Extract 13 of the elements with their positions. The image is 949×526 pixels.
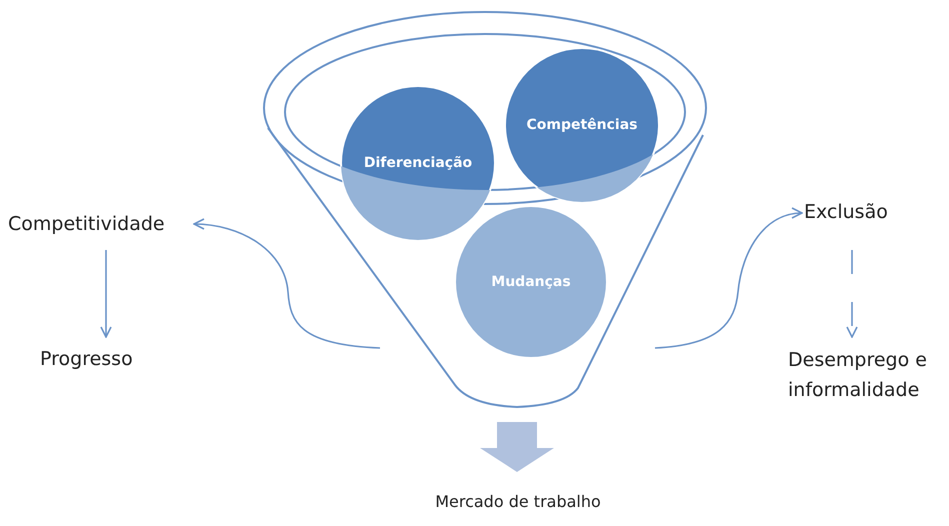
- node-label: Competitividade: [8, 212, 166, 237]
- arrow: [846, 250, 858, 338]
- arrow: [654, 208, 803, 349]
- circle-label: Mudanças: [491, 272, 571, 292]
- node-label: Progresso: [40, 347, 134, 372]
- node-label: Mercado de trabalho: [434, 491, 602, 513]
- arrow: [100, 250, 112, 338]
- node-label: Exclusão: [804, 200, 889, 225]
- circle-label: Competências: [526, 116, 638, 134]
- block-arrow: [480, 422, 554, 472]
- arrow: [193, 218, 380, 349]
- circle-label: Diferenciação: [364, 154, 472, 172]
- node-label: Desemprego e informalidade: [788, 348, 928, 404]
